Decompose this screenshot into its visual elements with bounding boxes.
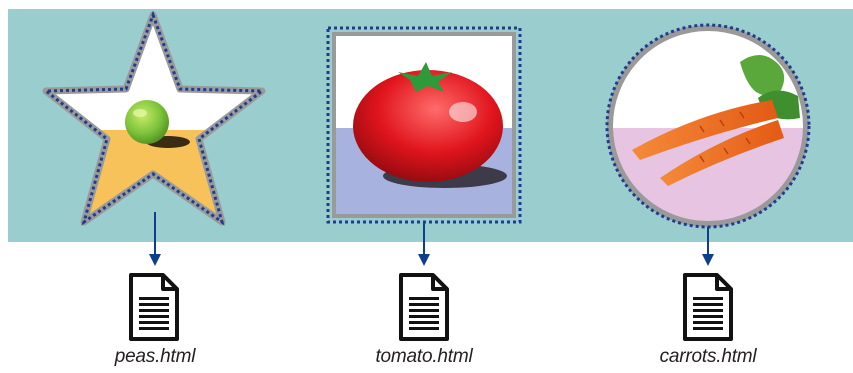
pea-image	[125, 100, 169, 144]
carrots-link[interactable]: carrots.html	[628, 346, 788, 368]
peas-link[interactable]: peas.html	[75, 346, 235, 368]
tomato-link[interactable]: tomato.html	[344, 346, 504, 368]
document-icon[interactable]	[682, 272, 734, 342]
carrots-arrow	[702, 227, 714, 266]
tomato-image	[353, 70, 503, 182]
tomato-arrow	[418, 222, 430, 266]
peas-hotspot[interactable]	[40, 10, 270, 230]
tomato-hotspot[interactable]	[328, 28, 520, 222]
carrots-hotspot[interactable]	[607, 25, 809, 228]
document-icon[interactable]	[398, 272, 450, 342]
document-icon[interactable]	[128, 272, 180, 342]
peas-arrow	[149, 212, 161, 266]
